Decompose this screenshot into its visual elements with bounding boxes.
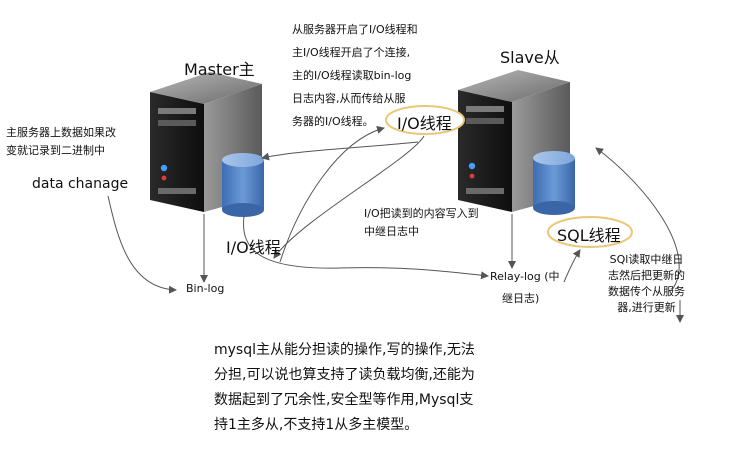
io-write-note-line: 中继日志中 [364,225,419,238]
sql-note-line: SQl读取中继日 [609,253,684,266]
summary-line: 持1主多从,不支持1从多主模型。 [214,417,419,433]
sql-thread-oval [547,216,633,248]
sql-note-line: 志然后把更新的 [608,269,685,282]
top-note: 从服务器开启了I/O线程和 主I/O线程开启了个连接, 主的I/O线程读取bin… [292,18,418,133]
slave-database-icon [533,151,575,215]
sql-note-line: 器,进行更新 [617,301,676,314]
arrow-slave-io-to-master [261,141,419,161]
top-note-line: 务器的I/O线程。 [292,115,374,128]
top-note-line: 主I/O线程开启了个连接, [292,46,411,59]
slave-io-thread-oval [385,105,465,135]
sql-thread-label: SQL线程 [557,226,621,245]
io-write-note-line: I/O把读到的内容写入到 [364,207,479,220]
arrow-sql-update-loop [595,147,680,291]
top-note-line: 从服务器开启了I/O线程和 [292,23,418,36]
summary-line: 数据起到了冗余性,安全型等作用,Mysql支 [214,392,474,408]
relay-log-label: Relay-log (中 继日志) [490,266,560,310]
top-note-line: 主的I/O线程读取bin-log [292,69,412,82]
arrow-io-to-relaylog [243,215,489,280]
arrow-data-change-to-binlog [107,195,177,294]
data-change-label: data chanage [32,176,129,192]
left-note: 主服务器上数据如果改 变就记录到二进制中 [6,124,116,160]
sql-note-line: 数据传个从服务 [608,285,685,298]
binlog-label: Bin-log [186,282,225,295]
slave-io-thread-label: I/O线程 [397,114,452,133]
summary-line: 分担,可以说也算支持了读负载均衡,还能为 [214,367,475,383]
slave-title: Slave从 [500,48,560,67]
arrow-binlog-to-slave-io [279,125,385,263]
summary-line: mysql主从能分担读的操作,写的操作,无法 [214,342,475,358]
io-write-note: I/O把读到的内容写入到 中继日志中 [364,205,479,241]
left-note-line: 变就记录到二进制中 [6,144,105,157]
arrow-relaylog-to-sql [563,249,581,283]
sql-note: SQl读取中继日 志然后把更新的 数据传个从服务 器,进行更新 [608,252,685,316]
left-note-line: 主服务器上数据如果改 [6,126,116,139]
master-io-thread-label: I/O线程 [226,238,281,257]
master-database-icon [222,153,264,217]
master-title: Master主 [184,60,255,79]
top-note-line: 日志内容,从而传给从服 [292,92,406,105]
relay-log-line: Relay-log (中 [490,270,560,283]
slave-server-icon [458,70,570,212]
summary-text: mysql主从能分担读的操作,写的操作,无法 分担,可以说也算支持了读负载均衡,… [214,338,475,438]
relay-log-line: 继日志) [502,292,540,305]
arrow-slave-io-down [273,135,425,259]
